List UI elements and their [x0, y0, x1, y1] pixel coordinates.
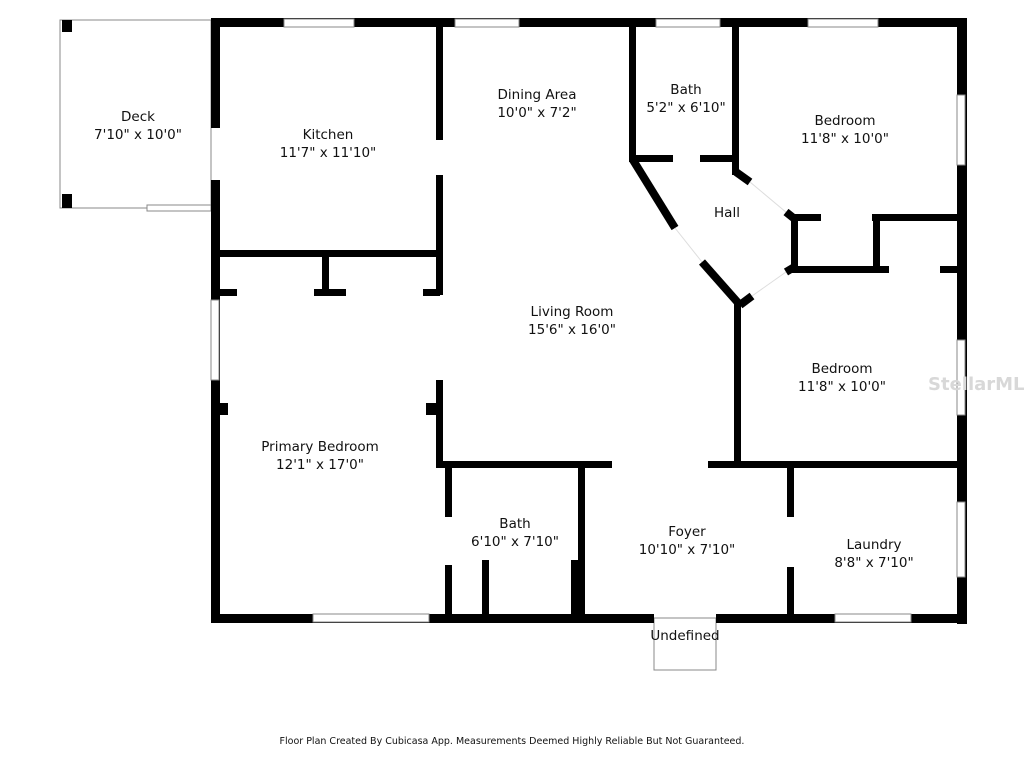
room-bedroom-upper: Bedroom 11'8" x 10'0" — [801, 112, 889, 148]
porch-outline — [653, 617, 717, 671]
room-name: Bath — [670, 82, 702, 98]
room-name: Kitchen — [302, 127, 354, 143]
room-foyer: Foyer 10'10" x 7'10" — [639, 523, 736, 559]
windows — [210, 18, 966, 623]
room-name: Bedroom — [811, 361, 873, 377]
room-name: Living Room — [530, 304, 614, 320]
footer-disclaimer: Floor Plan Created By Cubicasa App. Meas… — [279, 736, 745, 747]
room-undefined: Undefined — [650, 627, 719, 645]
room-size: 7'10" x 10'0" — [94, 127, 182, 143]
room-primary-bedroom: Primary Bedroom 12'1" x 17'0" — [261, 438, 379, 474]
room-bath-upper: Bath 5'2" x 6'10" — [646, 81, 725, 117]
room-name: Undefined — [650, 628, 720, 644]
deck-post — [62, 20, 72, 32]
watermark: StellarMLS — [928, 374, 1024, 395]
room-name: Bedroom — [814, 113, 876, 129]
room-hall: Hall — [714, 204, 740, 222]
room-size: 10'10" x 7'10" — [638, 542, 736, 558]
room-name: Dining Area — [497, 87, 577, 103]
deck-post — [62, 194, 72, 208]
room-name: Deck — [121, 109, 155, 125]
room-size: 11'7" x 11'10" — [279, 145, 377, 161]
room-dining-area: Dining Area 10'0" x 7'2" — [497, 86, 576, 122]
room-bath-lower: Bath 6'10" x 7'10" — [471, 515, 559, 551]
deck-railing-opening — [146, 204, 212, 212]
room-name: Hall — [714, 205, 740, 221]
room-name: Bath — [499, 516, 531, 532]
room-size: 10'0" x 7'2" — [497, 105, 577, 121]
room-name: Primary Bedroom — [261, 439, 379, 455]
room-size: 5'2" x 6'10" — [646, 100, 726, 116]
room-size: 11'8" x 10'0" — [801, 131, 889, 147]
room-size: 15'6" x 16'0" — [528, 322, 616, 338]
room-name: Foyer — [668, 524, 706, 540]
room-size: 8'8" x 7'10" — [834, 555, 914, 571]
room-deck: Deck 7'10" x 10'0" — [94, 108, 182, 144]
room-living-room: Living Room 15'6" x 16'0" — [528, 303, 616, 339]
room-kitchen: Kitchen 11'7" x 11'10" — [280, 126, 377, 162]
room-bedroom-lower: Bedroom 11'8" x 10'0" — [798, 360, 886, 396]
room-laundry: Laundry 8'8" x 7'10" — [834, 536, 913, 572]
room-size: 11'8" x 10'0" — [798, 379, 886, 395]
room-size: 12'1" x 17'0" — [276, 457, 364, 473]
room-name: Laundry — [846, 537, 902, 553]
room-size: 6'10" x 7'10" — [471, 534, 559, 550]
